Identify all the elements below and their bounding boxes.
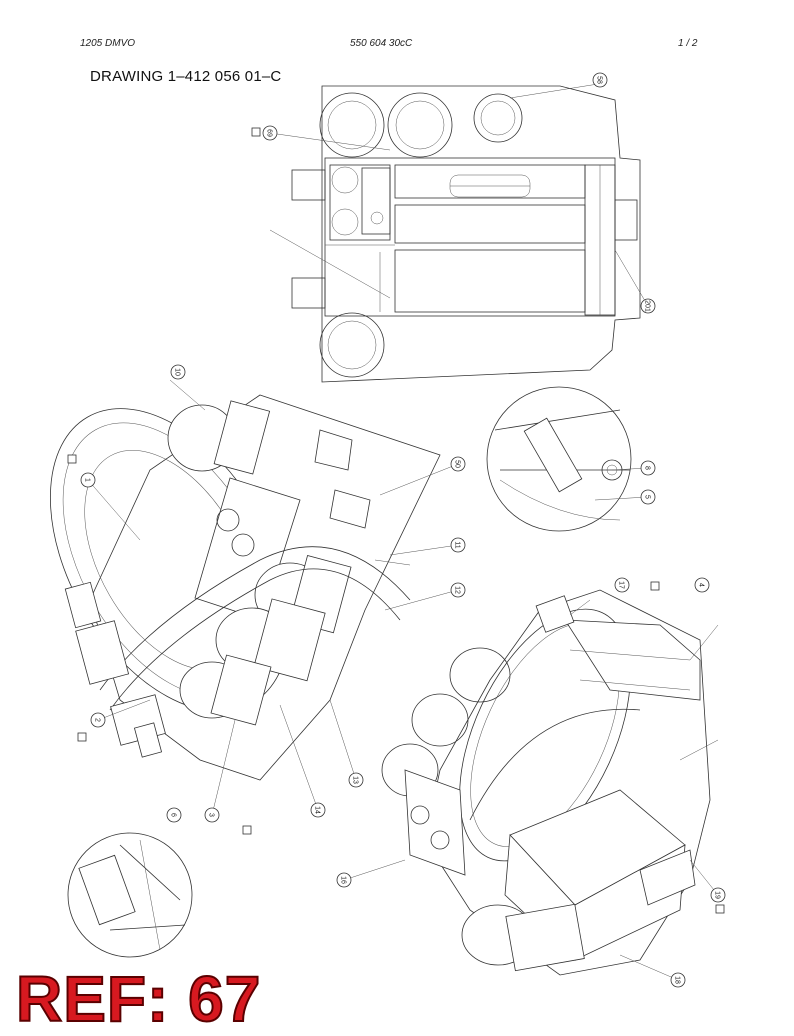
header-center-text: 550 604 30cC [350, 38, 413, 49]
svg-text:13: 13 [352, 776, 359, 784]
callout-1: 1 [80, 472, 96, 488]
callout-19: 19 [710, 887, 726, 903]
svg-text:17: 17 [618, 581, 625, 589]
svg-text:18: 18 [674, 976, 681, 984]
callout-8: 8 [640, 460, 656, 476]
svg-text:11: 11 [454, 541, 461, 548]
svg-text:19: 19 [714, 891, 721, 899]
svg-text:50: 50 [454, 460, 461, 468]
svg-text:16: 16 [340, 876, 347, 884]
svg-text:1: 1 [84, 478, 91, 482]
leader-lines [87, 83, 719, 981]
svg-text:69: 69 [266, 129, 273, 137]
svg-text:5: 5 [644, 495, 651, 499]
callout-58: 58 [592, 72, 608, 88]
callout-5: 5 [640, 489, 656, 505]
reference-boxes [67, 127, 725, 914]
drawing-title: DRAWING 1–412 056 01–C [90, 68, 282, 85]
ref-stamp: REF: 67 [15, 962, 262, 1036]
callout-11: 11 [450, 537, 466, 553]
callout-10: 10 [170, 364, 186, 380]
header-left-text: 1205 DMVO [80, 38, 136, 49]
svg-text:58: 58 [596, 76, 603, 84]
iso-view-right [381, 589, 711, 976]
callout-69: 69 [262, 125, 278, 141]
svg-text:14: 14 [314, 806, 321, 814]
callout-6: 6 [166, 807, 182, 823]
svg-text:8: 8 [644, 466, 651, 470]
svg-text:201: 201 [644, 300, 651, 312]
svg-text:12: 12 [454, 586, 461, 594]
callout-16: 16 [336, 872, 352, 888]
callout-201: 201 [640, 298, 656, 314]
svg-text:6: 6 [170, 813, 177, 817]
svg-text:3: 3 [208, 813, 215, 817]
callout-3: 3 [204, 807, 220, 823]
svg-text:4: 4 [698, 583, 705, 587]
iso-view-left [49, 394, 441, 781]
top-view [291, 85, 641, 383]
callout-17: 17 [614, 577, 630, 593]
callout-4: 4 [694, 577, 710, 593]
callout-2: 2 [90, 712, 106, 728]
callout-12: 12 [450, 582, 466, 598]
callout-14: 14 [310, 802, 326, 818]
callout-18: 18 [670, 972, 686, 988]
detail-view-left [67, 832, 193, 958]
header-page-indicator: 1 / 2 [678, 38, 698, 49]
callout-13: 13 [348, 772, 364, 788]
callout-50: 50 [450, 456, 466, 472]
detail-view-right [486, 386, 632, 532]
svg-text:10: 10 [174, 368, 181, 376]
svg-text:2: 2 [94, 718, 101, 722]
